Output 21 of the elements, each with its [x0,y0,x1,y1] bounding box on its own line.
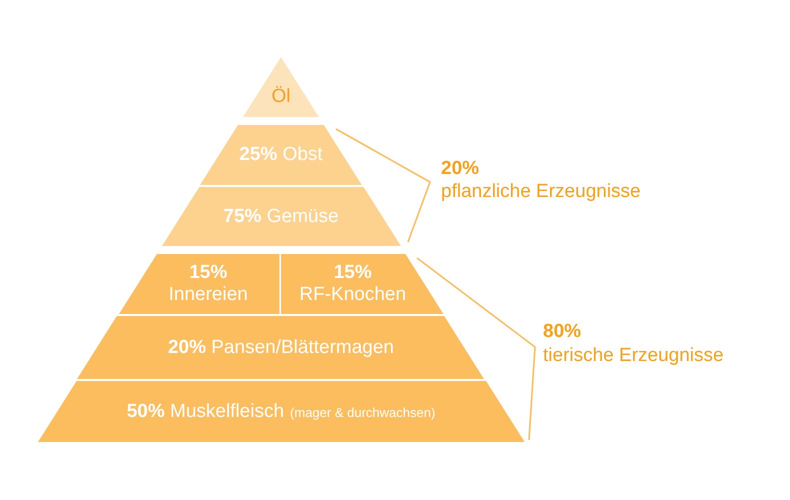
pyramid-tier [243,57,319,117]
tier-note: (mager & durchwachsen) [290,404,436,420]
tier-label: RF-Knochen [299,284,406,306]
group-percentage: 80% [543,321,582,343]
pyramid-tier [118,254,279,314]
pyramid-tier [77,316,484,379]
group-label: tierische Erzeugnisse [543,345,724,367]
tier-label: 15% [189,262,228,284]
pyramid-tier [281,254,444,314]
group-label: pflanzliche Erzeugnisse [441,181,641,203]
tier-label: Innereien [168,284,248,306]
tier-label: 15% [334,262,372,284]
tier-label: 20% Pansen/Blättermagen [168,336,394,358]
pyramid-tier [38,381,524,442]
tier-label: 75% Gemüse [223,206,339,228]
tier-label: Öl [271,86,290,108]
tier-label: 25% Obst [239,144,323,166]
pyramid-tier [162,187,400,246]
tier-label: 50% Muskelfleisch [126,400,284,422]
group-percentage: 20% [441,158,480,180]
pyramid-tier [200,125,362,185]
